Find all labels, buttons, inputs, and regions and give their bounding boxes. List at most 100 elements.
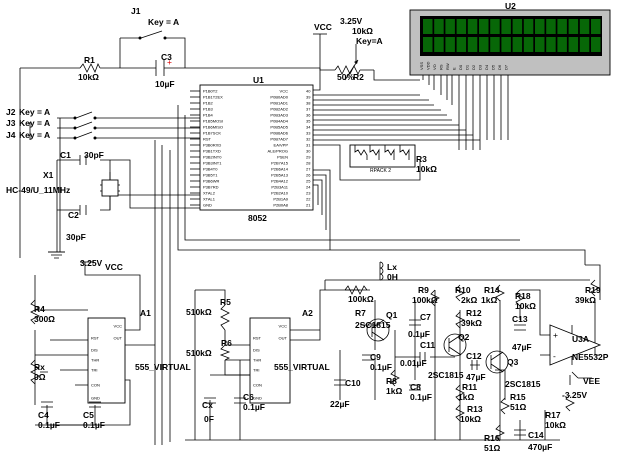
timer-pin-label: CON: [91, 383, 100, 388]
q3-part: 2SC1815: [505, 379, 541, 389]
r15-name: R15: [510, 392, 526, 402]
capacitor-c11: [419, 352, 426, 362]
timer-pin-label: RST: [91, 336, 100, 341]
inductor-lx: [379, 261, 384, 281]
lcd-pin-label: D3: [478, 64, 483, 70]
j4-key: Key = A: [19, 130, 50, 140]
vcc-top-value: 3.25V: [340, 16, 363, 26]
u1-pin-left: P3B6WR: [203, 179, 220, 184]
capacitor-c4: [41, 401, 53, 408]
r16-name: R16: [484, 433, 500, 443]
q2-part: 2SC1815: [428, 370, 464, 380]
lcd-cell: [591, 37, 601, 52]
capacitor-c1: [79, 155, 87, 165]
resistor-r6: [219, 344, 231, 361]
u1-pin-right: P2B2A10: [271, 191, 289, 196]
lcd-pin-label: D4: [484, 64, 489, 70]
switch-j1: [138, 30, 167, 40]
r5-name: R5: [220, 297, 231, 307]
u1-pin-number: 31: [306, 143, 311, 148]
r2-value: 10kΩ: [352, 26, 373, 36]
u1-pin-number: 29: [306, 155, 311, 160]
vee-name: VEE: [583, 376, 600, 386]
component-symbols: +: [30, 30, 602, 442]
c7-name: C7: [420, 312, 431, 322]
lcd-cell: [467, 19, 478, 34]
timer-pin-label: TRI: [253, 368, 259, 373]
timer-pin-label: DIS: [253, 348, 260, 353]
r13-name: R13: [467, 404, 483, 414]
u1-pin-right: P0B5AD5: [270, 125, 288, 130]
r2-percent: 50%: [337, 72, 354, 82]
lcd-cell: [546, 19, 556, 34]
lcd-pin-label: VSS: [419, 62, 424, 70]
r7-value: 100kΩ: [348, 294, 374, 304]
r3-value: 10kΩ: [416, 164, 437, 174]
potentiometer-r2: [334, 59, 361, 81]
u1-pin-right: P2B6A14: [271, 167, 289, 172]
r16-value: 51Ω: [484, 443, 500, 453]
u1-pin-left: P1B7SCK: [203, 131, 221, 136]
x1-name: X1: [43, 170, 54, 180]
u1-pin-left: P3B4T0: [203, 167, 218, 172]
vcc-top-name: VCC: [314, 22, 332, 32]
rpack-label: RPACK 2: [370, 168, 391, 174]
r12-name: R12: [466, 308, 482, 318]
a1-part: 555_VIRTUAL: [135, 362, 191, 372]
r3-name: R3: [416, 154, 427, 164]
resistor-r8: [390, 369, 400, 387]
u1-pin-left: P3B3INT1: [203, 161, 222, 166]
u1-pin-left: XTAL2: [203, 191, 216, 196]
capacitor-c14: [514, 429, 526, 436]
resistor-r17: [565, 394, 575, 412]
lcd-cell: [456, 37, 467, 52]
lcd-pin-label: D5: [491, 64, 496, 70]
r9-value: 100kΩ: [412, 295, 438, 305]
transistor-q3: [485, 350, 509, 374]
r2-key: Key=A: [356, 36, 383, 46]
timer-pin-label: THR: [253, 358, 261, 363]
rx-value: 0Ω: [34, 372, 46, 382]
lcd-cell: [523, 19, 534, 34]
lcd-cell: [512, 37, 523, 52]
r5-value: 510kΩ: [186, 307, 212, 317]
potentiometer-rx: [30, 359, 48, 385]
u1-part: 8052: [248, 213, 267, 223]
lcd-cell: [557, 19, 567, 34]
u1-pin-number: 26: [306, 173, 311, 178]
lcd-cell: [535, 19, 545, 34]
x1-part: HC-49/U_11MHz: [6, 185, 70, 195]
lcd-cell: [445, 19, 455, 34]
u1-pin-right: P2B3A11: [271, 185, 288, 190]
j3-name: J3: [6, 118, 16, 128]
u3a-name: U3A: [572, 334, 589, 344]
u1-pin-left: P3B1TXD: [203, 149, 221, 154]
c8-name: C8: [410, 382, 421, 392]
c2-name: C2: [68, 210, 79, 220]
resistor-r15: [500, 397, 510, 415]
u1-pin-left: P3B0RXD: [203, 143, 221, 148]
u1-pin-number: 27: [306, 167, 311, 172]
capacitor-c5: [89, 401, 101, 408]
u1-pin-right: P2B1A9: [273, 197, 288, 202]
opamp-plus: +: [553, 330, 558, 340]
lcd-cell: [568, 19, 579, 34]
resistor-pack: RPACK 2: [349, 144, 416, 174]
c1-value: 30pF: [84, 150, 104, 160]
u1-pin-right: P0B7AD7: [270, 137, 288, 142]
capacitor-c3: +: [155, 57, 172, 76]
capacitor-cx: [204, 397, 216, 404]
r7-name: R7: [355, 308, 366, 318]
timer-pin-label: OUT: [279, 336, 288, 341]
u1-pin-left: P1B4: [203, 113, 214, 118]
c10-value: 22µF: [330, 399, 350, 409]
microcontroller-u1: U1 8052 P1B0T2P1B1T2EXP1B2P1B3P1B4P1B5MO…: [190, 75, 314, 223]
r14-value: 1kΩ: [481, 295, 497, 305]
u1-pin-number: 30: [306, 149, 311, 154]
c6-value: 0.1µF: [243, 402, 265, 412]
lcd-cell: [568, 37, 579, 52]
resistor-r1: [79, 63, 101, 73]
lcd-pin-label: D6: [497, 64, 502, 70]
